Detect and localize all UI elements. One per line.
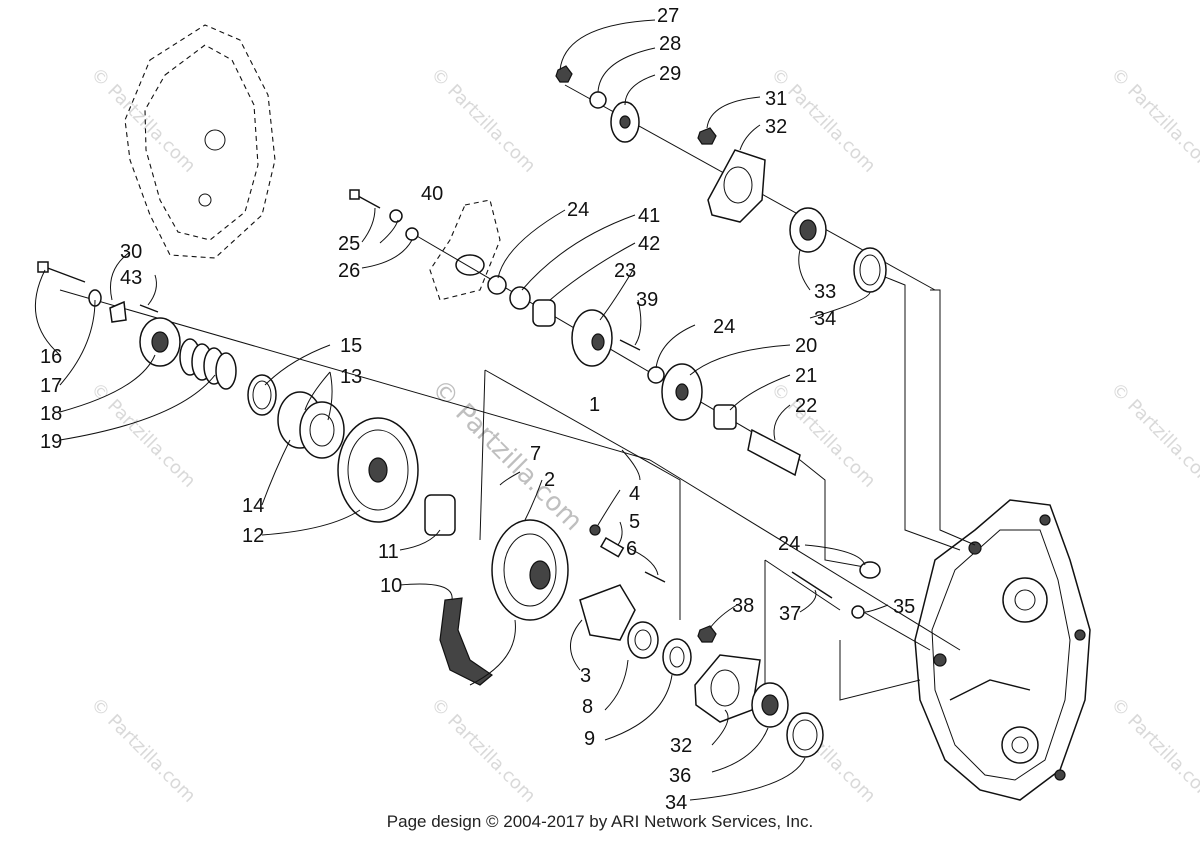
part-label-5: 5 xyxy=(629,511,640,533)
part-label-35: 35 xyxy=(893,596,915,618)
part-label-29: 29 xyxy=(659,63,681,85)
part-label-12: 12 xyxy=(242,525,264,547)
part-label-24: 24 xyxy=(778,533,800,555)
part-label-26: 26 xyxy=(338,260,360,282)
part-label-8: 8 xyxy=(582,696,593,718)
part-label-11: 11 xyxy=(378,541,399,563)
part-label-21: 21 xyxy=(795,365,817,387)
part-label-37: 37 xyxy=(779,603,801,625)
watermark: © Partzilla.com xyxy=(1106,64,1200,177)
part-label-30: 30 xyxy=(120,241,142,263)
part-label-39: 39 xyxy=(636,289,658,311)
part-label-41: 41 xyxy=(638,205,660,227)
part-label-14: 14 xyxy=(242,495,264,517)
part-label-23: 23 xyxy=(614,260,636,282)
part-label-19: 19 xyxy=(40,431,62,453)
part-label-3: 3 xyxy=(580,665,591,687)
part-label-27: 27 xyxy=(657,5,679,27)
part-labels: 2712345678910111213141516171819202122232… xyxy=(40,5,915,814)
part-label-2: 2 xyxy=(544,469,555,491)
part-label-9: 9 xyxy=(584,728,595,750)
upper-mount-bracket xyxy=(429,199,501,301)
watermark: © Partzilla.com xyxy=(86,64,199,177)
watermark: © Partzilla.com xyxy=(766,379,879,492)
part-label-20: 20 xyxy=(795,335,817,357)
part-label-28: 28 xyxy=(659,33,681,55)
part-label-42: 42 xyxy=(638,233,660,255)
part-label-1: 1 xyxy=(589,394,600,416)
part-label-18: 18 xyxy=(40,403,62,425)
gearcase-housing xyxy=(914,499,1091,801)
watermark: © Partzilla.com xyxy=(1106,379,1200,492)
part-label-32: 32 xyxy=(670,735,692,757)
chaincase-cover xyxy=(124,24,276,259)
watermark: © Partzilla.com xyxy=(86,379,199,492)
watermark: © Partzilla.com xyxy=(86,694,199,807)
part-label-22: 22 xyxy=(795,395,817,417)
part-label-43: 43 xyxy=(120,267,142,289)
watermark: © Partzilla.com xyxy=(426,694,539,807)
part-label-34: 34 xyxy=(665,792,687,814)
part-label-31: 31 xyxy=(765,88,787,110)
part-label-6: 6 xyxy=(626,538,637,560)
part-label-25: 25 xyxy=(338,233,360,255)
part-label-4: 4 xyxy=(629,483,640,505)
part-label-17: 17 xyxy=(40,375,62,397)
part-label-36: 36 xyxy=(669,765,691,787)
watermark: © Partzilla.com xyxy=(426,64,539,177)
part-label-38: 38 xyxy=(732,595,754,617)
part-label-24: 24 xyxy=(713,316,735,338)
part-label-40: 40 xyxy=(421,183,443,205)
part-label-10: 10 xyxy=(380,575,402,597)
part-label-15: 15 xyxy=(340,335,362,357)
part-label-33: 33 xyxy=(814,281,836,303)
part-label-24: 24 xyxy=(567,199,589,221)
copyright-footer: Page design © 2004-2017 by ARI Network S… xyxy=(386,812,814,831)
parts-drawings xyxy=(37,65,887,758)
part-label-7: 7 xyxy=(530,443,541,465)
part-label-34: 34 xyxy=(814,308,836,330)
part-label-16: 16 xyxy=(40,346,62,368)
leader-lines xyxy=(34,19,889,801)
part-label-32: 32 xyxy=(765,116,787,138)
part-label-13: 13 xyxy=(340,366,362,388)
watermark: © Partzilla.com xyxy=(1106,694,1200,807)
